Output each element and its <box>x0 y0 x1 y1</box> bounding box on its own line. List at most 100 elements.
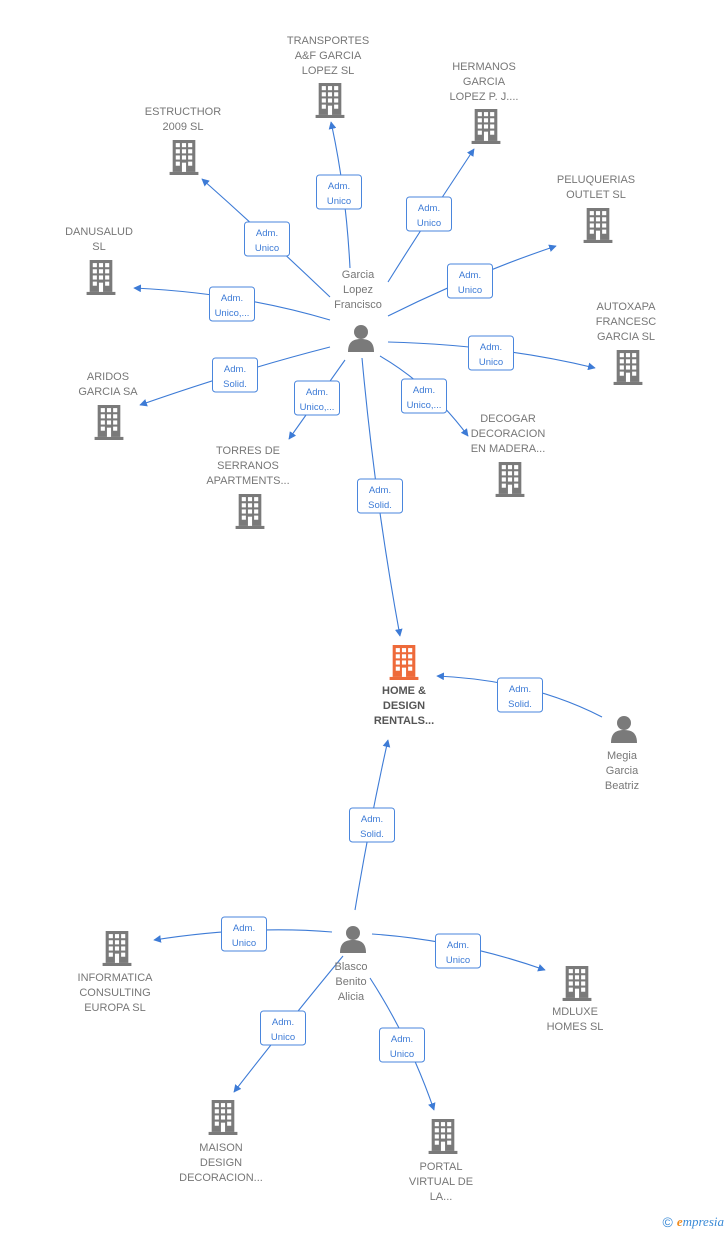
node-label-line: RENTALS... <box>374 715 434 727</box>
node-label-line: Lopez <box>343 284 373 296</box>
relation-label-text: Unico <box>458 285 482 296</box>
node-label-line: Alicia <box>338 991 365 1003</box>
building-icon <box>583 208 613 243</box>
relation-label-garcia-to-peluquerias[interactable]: Adm.Unico <box>447 263 493 299</box>
relation-label-box <box>294 380 340 416</box>
company-node-transportes[interactable]: TRANSPORTES A&F GARCIA LOPEZ SL <box>287 35 369 118</box>
relation-label-text: Adm. <box>447 940 469 951</box>
brand-logo[interactable]: empresia <box>676 1214 724 1229</box>
relation-label-blasco-to-portal[interactable]: Adm.Unico <box>379 1027 425 1063</box>
node-label-line: HOMES SL <box>547 1021 604 1033</box>
node-label-line: INFORMATICA <box>78 972 154 984</box>
relation-label-garcia-to-danusalud[interactable]: Adm. Unico,... <box>209 286 255 322</box>
node-label-line: VIRTUAL DE <box>409 1176 473 1188</box>
relation-label-text: Unico,... <box>300 402 335 413</box>
node-label-line: DESIGN <box>200 1157 242 1169</box>
relation-label-text: Adm. <box>221 293 243 304</box>
relation-label-text: Solid. <box>360 829 384 840</box>
node-label-line: Francisco <box>334 299 382 311</box>
relation-label-garcia-to-estructhor[interactable]: Adm.Unico <box>244 221 290 257</box>
nodes-layer: HOME &DESIGNRENTALS...GarciaLopezFrancis… <box>65 35 656 1203</box>
relation-label-text: Adm. <box>328 181 350 192</box>
relation-label-garcia-to-decogar[interactable]: Adm.Unico,... <box>401 378 447 414</box>
node-label-line: DANUSALUD <box>65 226 133 238</box>
footer-brand: © empresia <box>662 1214 724 1230</box>
node-label-line: DESIGN <box>383 700 425 712</box>
relation-label-text: Unico <box>327 196 351 207</box>
building-icon <box>169 140 199 175</box>
node-label-line: 2009 SL <box>163 121 204 133</box>
relation-label-garcia-to-autoxapa[interactable]: Adm.Unico <box>468 335 514 371</box>
company-node-focus[interactable]: HOME &DESIGNRENTALS... <box>374 645 434 727</box>
relation-label-text: Unico <box>446 955 470 966</box>
relation-label-box <box>209 286 255 322</box>
relation-label-garcia-to-focus[interactable]: Adm. Solid. <box>357 478 403 514</box>
node-label-line: PORTAL <box>420 1161 463 1173</box>
relation-label-text: Solid. <box>223 379 247 390</box>
company-node-portal[interactable]: PORTAL VIRTUAL DE LA... <box>409 1119 473 1203</box>
relation-label-blasco-to-mdluxe[interactable]: Adm. Unico <box>435 933 481 969</box>
node-label-line: TRANSPORTES <box>287 35 369 47</box>
building-icon <box>471 109 501 144</box>
relation-label-megia-to-focus[interactable]: Adm. Solid. <box>497 677 543 713</box>
relation-label-text: Adm. <box>369 485 391 496</box>
node-label-line: ARIDOS <box>87 371 129 383</box>
relation-label-text: Adm. <box>306 387 328 398</box>
relation-label-text: Adm. <box>480 342 502 353</box>
relation-label-garcia-to-aridos[interactable]: Adm.Solid. <box>212 357 258 393</box>
node-label-line: LOPEZ SL <box>302 65 355 77</box>
person-icon <box>348 325 374 352</box>
node-label-line: ESTRUCTHOR <box>145 106 221 118</box>
relation-label-box <box>212 357 258 393</box>
company-node-estructhor[interactable]: ESTRUCTHOR 2009 SL <box>145 106 221 175</box>
building-icon <box>613 350 643 385</box>
building-icon <box>428 1119 458 1154</box>
relation-label-text: Solid. <box>368 500 392 511</box>
relation-label-garcia-to-transportes[interactable]: Adm. Unico <box>316 174 362 210</box>
relation-label-text: Solid. <box>508 699 532 710</box>
company-node-danusalud[interactable]: DANUSALUD SL <box>65 226 133 295</box>
relation-label-box <box>260 1010 306 1046</box>
node-label-line: PELUQUERIAS <box>557 174 635 186</box>
company-node-maison[interactable]: MAISONDESIGNDECORACION... <box>179 1100 263 1184</box>
node-label-line: GARCIA SL <box>597 331 655 343</box>
relation-label-garcia-to-torres[interactable]: Adm. Unico,... <box>294 380 340 416</box>
node-label-line: HERMANOS <box>452 61 516 73</box>
relation-label-garcia-to-hermanos[interactable]: Adm.Unico <box>406 196 452 232</box>
relation-label-box <box>357 478 403 514</box>
relation-label-text: Adm. <box>233 923 255 934</box>
relation-label-text: Adm. <box>413 385 435 396</box>
relation-label-box <box>316 174 362 210</box>
edge-labels-layer: Adm.UnicoAdm.UnicoAdm.UnicoAdm.UnicoAdm.… <box>209 174 543 1063</box>
node-label-line: LA... <box>430 1191 453 1203</box>
building-icon <box>495 462 525 497</box>
relation-label-text: Adm. <box>391 1034 413 1045</box>
relation-label-blasco-to-focus[interactable]: Adm.Solid. <box>349 807 395 843</box>
relation-label-box <box>221 916 267 952</box>
node-label-line: A&F GARCIA <box>295 50 362 62</box>
building-icon <box>315 83 345 118</box>
relation-label-box <box>447 263 493 299</box>
node-label-line: TORRES DE <box>216 445 280 457</box>
company-node-torres[interactable]: TORRES DESERRANOSAPARTMENTS... <box>206 445 290 529</box>
copyright-icon: © <box>662 1214 673 1230</box>
building-icon <box>208 1100 238 1135</box>
relation-label-text: Unico,... <box>215 308 250 319</box>
relation-label-blasco-to-maison[interactable]: Adm.Unico <box>260 1010 306 1046</box>
relation-label-text: Adm. <box>509 684 531 695</box>
node-label-line: SL <box>92 241 105 253</box>
building-icon <box>235 494 265 529</box>
relation-label-blasco-to-informatica[interactable]: Adm.Unico <box>221 916 267 952</box>
node-label-line: EUROPA SL <box>84 1002 146 1014</box>
